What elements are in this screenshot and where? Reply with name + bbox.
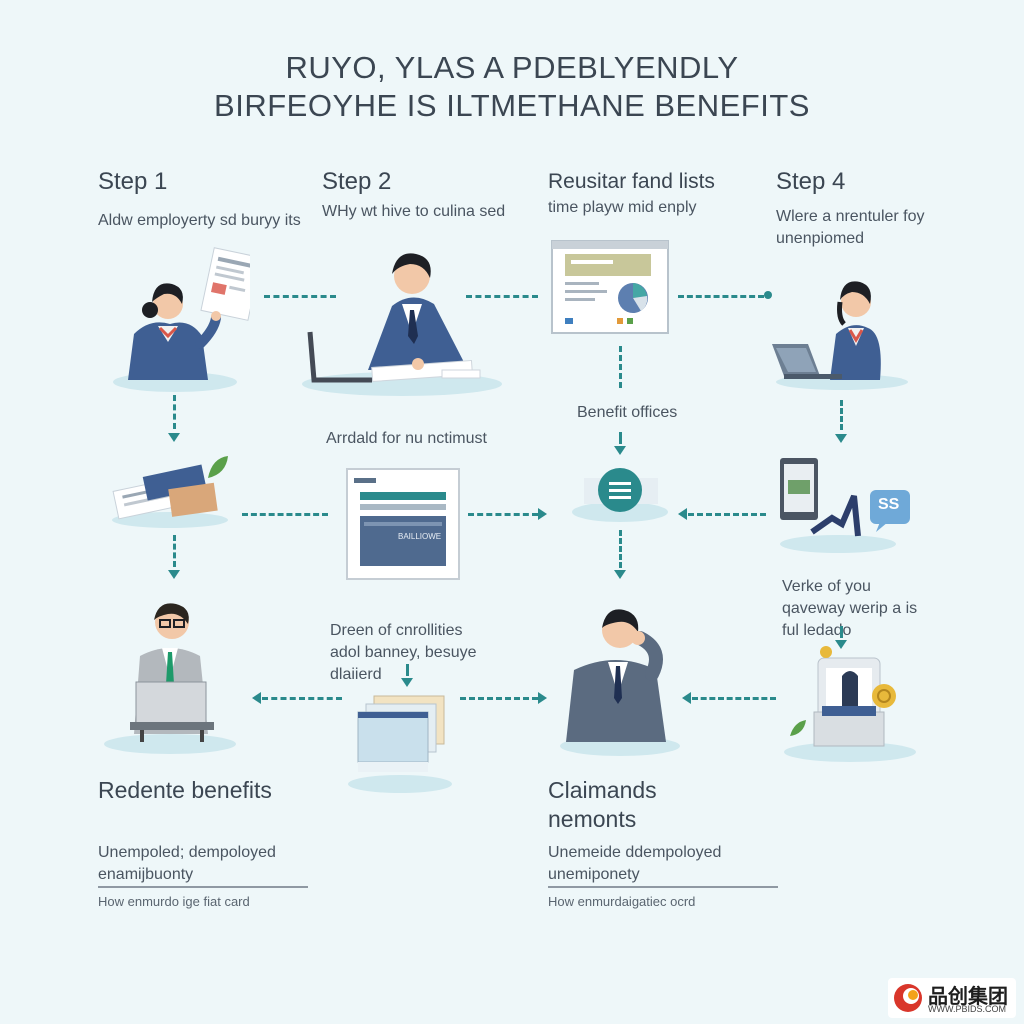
connector-1-2 bbox=[264, 295, 336, 298]
connector-step3-down bbox=[619, 346, 622, 388]
connector-row2-b bbox=[468, 513, 538, 516]
connector-right-down bbox=[840, 626, 843, 638]
page-title-line1: RUYO, YLAS A PDEBLYENDLY bbox=[285, 50, 739, 85]
arrow-right-icon bbox=[538, 508, 547, 520]
arrow-right-icon bbox=[538, 692, 547, 704]
benefit-offices-label: Benefit offices bbox=[577, 404, 678, 421]
divider-left bbox=[98, 886, 308, 888]
brand-logo-icon bbox=[894, 984, 922, 1012]
connector-left-down bbox=[173, 535, 176, 567]
man-with-glasses-illustration bbox=[104, 603, 236, 754]
payment-machine-illustration bbox=[784, 646, 916, 762]
arrow-down-icon bbox=[835, 434, 847, 443]
connector-step1-down bbox=[173, 395, 176, 429]
arrow-left-icon bbox=[678, 508, 687, 520]
connector-row3-b bbox=[460, 697, 538, 700]
connector-dreen-down bbox=[406, 664, 409, 676]
claimands-foot: How enmurdaigatiec ocrd bbox=[548, 894, 696, 909]
man-at-desk-illustration bbox=[302, 253, 502, 396]
connector-row3-c bbox=[692, 697, 776, 700]
arrow-down-icon bbox=[614, 570, 626, 579]
claimands-sub: Unemeide ddempoloyed unemiponety bbox=[548, 844, 722, 883]
arrow-down-icon bbox=[614, 446, 626, 455]
redente-benefits-heading: Redente benefits bbox=[98, 777, 272, 803]
claimands-heading: Claimands nemonts bbox=[548, 777, 657, 832]
apply-label: Arrdald for nu nctimust bbox=[326, 430, 487, 447]
application-form-screen bbox=[346, 468, 460, 580]
woman-holding-document-illustration bbox=[113, 247, 250, 392]
step-1-desc: Aldw employerty sd buryy its bbox=[98, 212, 301, 229]
page-title-line2: BIRFEOYHE IS ILTMETHANE BENEFITS bbox=[214, 88, 810, 123]
divider-right bbox=[548, 886, 778, 888]
application-screen-tag: BAILLIOWE bbox=[398, 532, 442, 541]
dreen-label: Dreen of cnrollities adol banney, besuye… bbox=[330, 622, 477, 683]
step-3-label: Reusitar fand lists bbox=[548, 170, 715, 193]
connector-benefit-down bbox=[619, 432, 622, 444]
connector-center-down bbox=[619, 530, 622, 568]
thinking-man-illustration bbox=[560, 609, 680, 756]
step-4-desc: Wlere a nrentuler foy unenpiomed bbox=[776, 208, 925, 247]
connector-2-3 bbox=[466, 295, 538, 298]
step-2-label: Step 2 bbox=[322, 168, 392, 195]
arrow-left-icon bbox=[682, 692, 691, 704]
redente-benefits-foot: How enmurdo ige fiat card bbox=[98, 894, 250, 909]
connector-row2-c bbox=[688, 513, 766, 516]
redente-benefits-sub: Unempoled; dempoloyed enamijbuonty bbox=[98, 844, 276, 883]
arrow-down-icon bbox=[401, 678, 413, 687]
documents-folder-illustration bbox=[112, 456, 228, 528]
chat-bubble-text: SS bbox=[878, 496, 900, 513]
step-3-desc: time playw mid enply bbox=[548, 199, 697, 216]
woman-at-laptop-illustration bbox=[772, 281, 908, 390]
benefit-office-badge bbox=[572, 468, 668, 522]
connector-row2-a bbox=[242, 513, 328, 516]
connector-step4-down bbox=[840, 400, 843, 430]
arrow-down-icon bbox=[168, 570, 180, 579]
watermark-url: WWW.PBIDS.COM bbox=[928, 1004, 1006, 1014]
card-stack-illustration bbox=[348, 695, 452, 793]
dashboard-screen-illustration bbox=[551, 240, 669, 334]
step-1-label: Step 1 bbox=[98, 168, 168, 195]
watermark-logo: 品创集团 WWW.PBIDS.COM bbox=[888, 978, 1016, 1018]
verify-label: Verke of you qaveway werip a is ful leda… bbox=[782, 578, 918, 639]
arrow-left-icon bbox=[252, 692, 261, 704]
arrow-down-icon bbox=[168, 433, 180, 442]
connector-3-4 bbox=[678, 295, 764, 298]
connector-dot bbox=[764, 291, 772, 299]
connector-row3-a bbox=[262, 697, 342, 700]
watermark-brand: 品创集团 bbox=[928, 986, 1008, 1008]
step-4-label: Step 4 bbox=[776, 168, 846, 195]
step-2-desc: WHy wt hive to culina sed bbox=[322, 203, 506, 220]
tablet-chart-illustration bbox=[780, 458, 910, 553]
arrow-down-icon bbox=[835, 640, 847, 649]
